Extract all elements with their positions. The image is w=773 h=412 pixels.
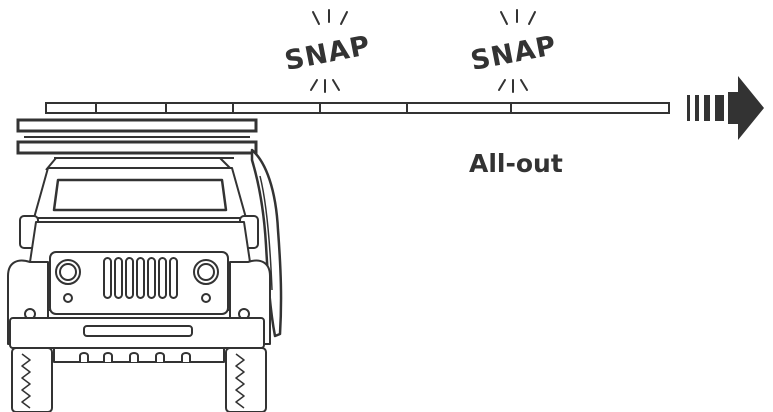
snap-callout-2: SNAP xyxy=(468,10,559,92)
snap-label-2: SNAP xyxy=(468,30,559,77)
awning-pole xyxy=(46,103,669,113)
snap-callout-1: SNAP xyxy=(282,10,373,92)
roof-rack xyxy=(18,120,256,170)
diagram-caption: All-out xyxy=(469,149,563,178)
direction-arrow-icon xyxy=(687,76,764,140)
snap-label-1: SNAP xyxy=(282,30,373,77)
jeep-vehicle-icon xyxy=(8,168,270,412)
